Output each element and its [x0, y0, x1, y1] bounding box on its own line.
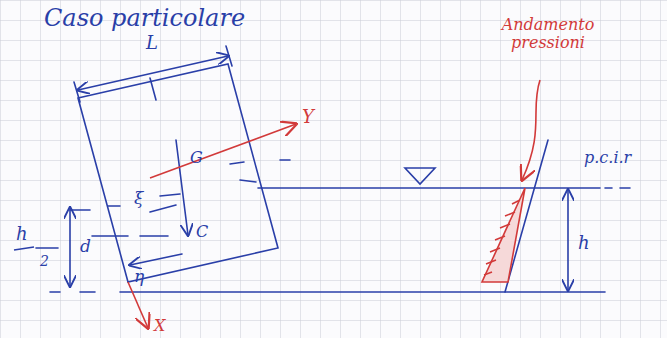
distance-label: d [80, 238, 91, 255]
distance-label: η [134, 268, 144, 285]
fraction-denominator: 2 [40, 254, 49, 268]
point-label: G [190, 150, 203, 166]
fraction-bar [14, 247, 34, 250]
annotation-note: Andamento pressioni [478, 16, 618, 53]
plane-label: p.c.i.r [584, 150, 631, 166]
distance-label: ξ [134, 190, 143, 207]
fraction-numerator: h [16, 225, 28, 243]
axis-label: X [154, 318, 165, 334]
dimension-label: h [578, 234, 590, 252]
point-label: C [196, 224, 208, 240]
sketch-title: Caso particolare [44, 6, 245, 30]
dimension-label: L [146, 34, 158, 52]
axis-label: Y [302, 108, 314, 126]
